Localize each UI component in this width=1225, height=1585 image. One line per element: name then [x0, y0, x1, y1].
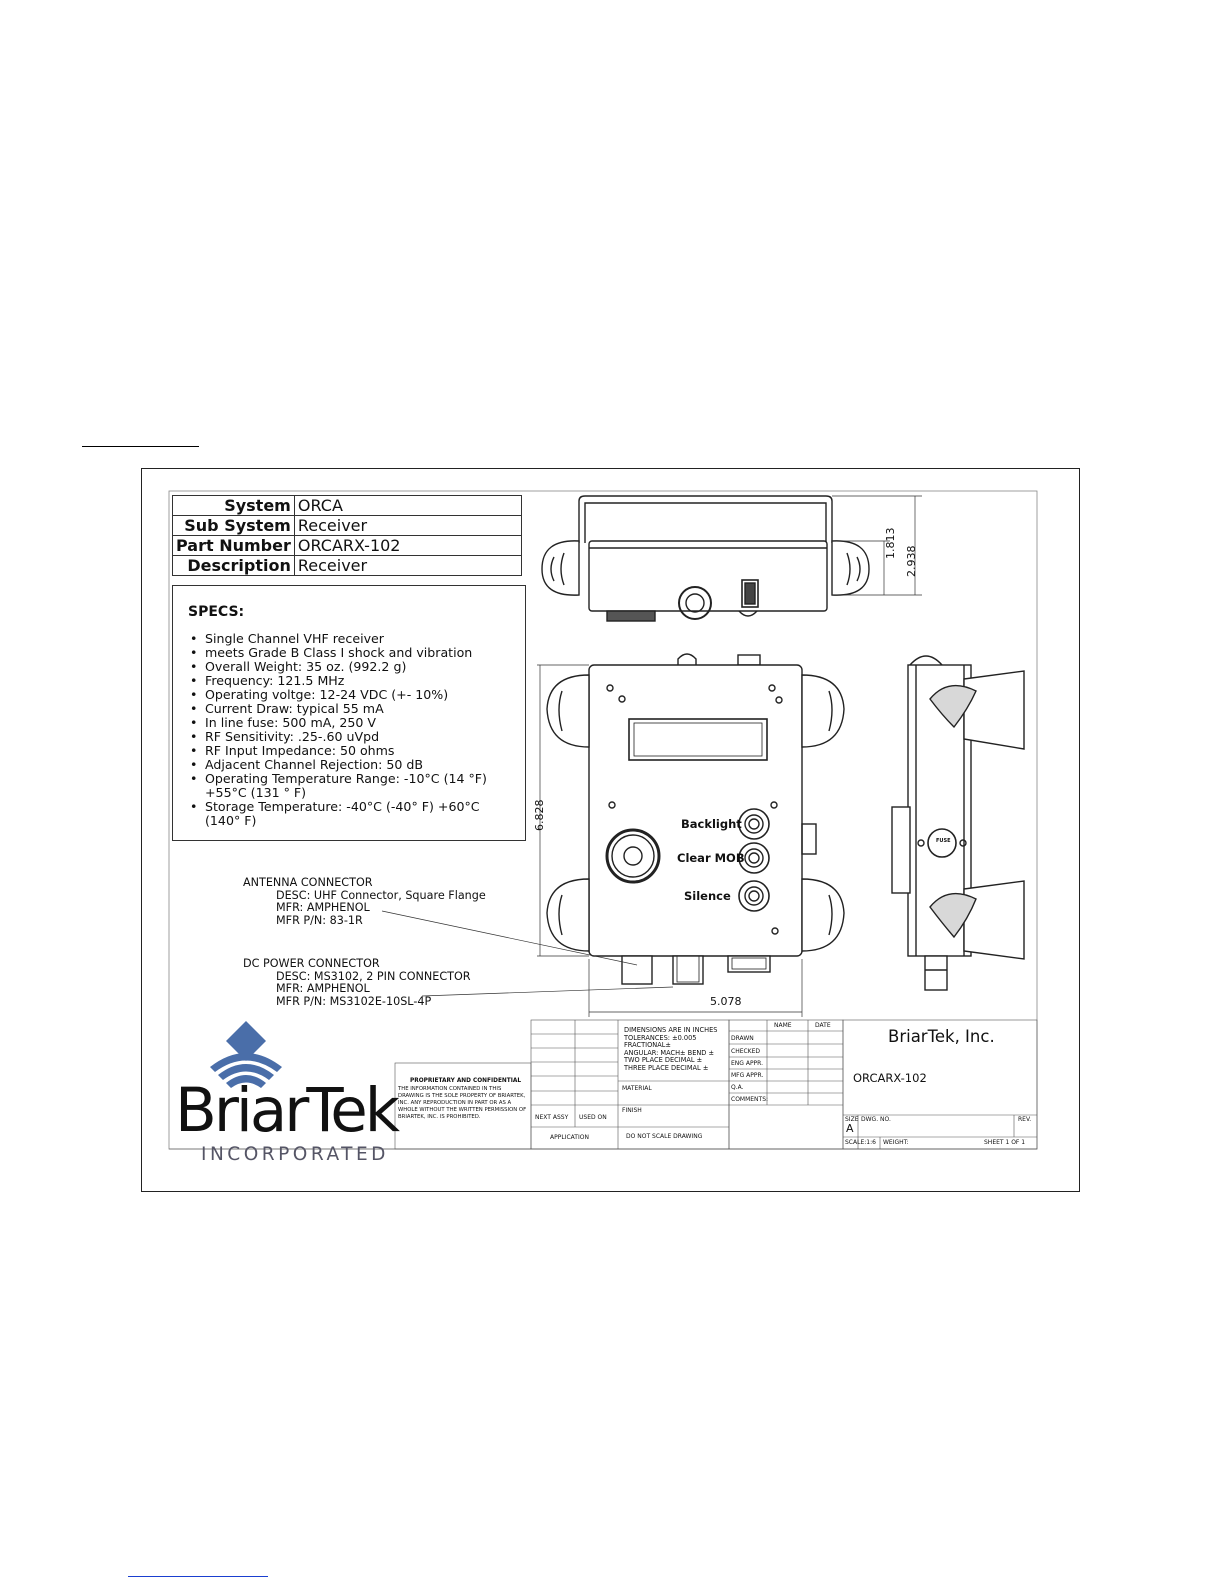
dim-front-height: 6.828 [533, 799, 546, 832]
size-label: SIZE [845, 1116, 859, 1123]
do-not-scale-label: DO NOT SCALE DRAWING [626, 1133, 703, 1140]
footer-link-rule [128, 1576, 268, 1577]
specs-list: Single Channel VHF receiver meets Grade … [188, 632, 515, 828]
spec-item: RF Input Impedance: 50 ohms [188, 744, 515, 759]
id-label: System [172, 495, 295, 516]
sheet-label: SHEET 1 OF 1 [984, 1139, 1026, 1146]
material-label: MATERIAL [622, 1085, 652, 1092]
backlight-label: Backlight [681, 817, 742, 831]
front-view [546, 653, 845, 985]
dc-power-connector-mfr: MFR: AMPHENOL [276, 982, 370, 995]
antenna-connector-title: ANTENNA CONNECTOR [243, 876, 373, 889]
spec-item: In line fuse: 500 mA, 250 V [188, 716, 515, 731]
dc-power-connector-desc: DESC: MS3102, 2 PIN CONNECTOR [276, 969, 471, 983]
spec-item: Adjacent Channel Rejection: 50 dB [188, 758, 515, 773]
checked-label: CHECKED [731, 1048, 761, 1055]
rev-label: REV. [1018, 1116, 1032, 1123]
spec-item: Operating Temperature Range: -10°C (14 °… [188, 772, 515, 800]
clear-mob-label: Clear MOB [677, 851, 745, 865]
fuse-label: FUSE [936, 838, 951, 844]
spec-item: Operating voltge: 12-24 VDC (+- 10%) [188, 688, 515, 703]
dc-power-connector-callout: DC POWER CONNECTOR DESC: MS3102, 2 PIN C… [243, 957, 471, 1008]
top-view [541, 495, 870, 622]
name-column-label: NAME [774, 1022, 792, 1029]
drawn-label: DRAWN [731, 1035, 754, 1042]
weight-label: WEIGHT: [883, 1139, 909, 1146]
id-label: Description [172, 555, 295, 576]
dim-top-body-height: 1.813 [884, 527, 897, 560]
header-rule [82, 446, 199, 447]
dim-top-total-height: 2.938 [905, 545, 918, 578]
spec-item: Single Channel VHF receiver [188, 632, 515, 647]
dim-front-width: 5.078 [710, 995, 742, 1008]
id-value: Receiver [293, 555, 523, 576]
tolerance-line: FRACTIONAL± [624, 1041, 671, 1050]
qa-label: Q.A. [731, 1084, 744, 1091]
spec-item: Overall Weight: 35 oz. (992.2 g) [188, 660, 515, 675]
eng-appr-label: ENG APPR. [731, 1060, 764, 1067]
dc-power-connector-title: DC POWER CONNECTOR [243, 957, 380, 970]
silence-label: Silence [684, 889, 731, 903]
antenna-connector-callout: ANTENNA CONNECTOR DESC: UHF Connector, S… [243, 876, 486, 927]
spec-item: RF Sensitivity: .25-.60 uVpd [188, 730, 515, 745]
briartek-logo: BriarTek [175, 1075, 400, 1146]
title-block [169, 1019, 1038, 1150]
top-dimensions [832, 495, 922, 596]
spec-item: Storage Temperature: -40°C (-40° F) +60°… [188, 800, 515, 828]
specs-title: SPECS: [188, 604, 245, 620]
tolerances-block: DIMENSIONS ARE IN INCHES TOLERANCES: ±0.… [624, 1026, 718, 1073]
part-title: ORCARX-102 [853, 1071, 927, 1085]
dwg-no-label: DWG. NO. [861, 1116, 891, 1123]
tolerance-line: ANGULAR: MACH± BEND ± [624, 1048, 714, 1057]
finish-label: FINISH [622, 1107, 642, 1114]
tolerance-line: THREE PLACE DECIMAL ± [624, 1063, 709, 1072]
size-value: A [846, 1122, 854, 1135]
antenna-connector-desc: DESC: UHF Connector, Square Flange [276, 888, 486, 902]
mfg-appr-label: MFG APPR. [731, 1072, 764, 1079]
spec-item: Frequency: 121.5 MHz [188, 674, 515, 689]
spec-item: meets Grade B Class I shock and vibratio… [188, 646, 515, 661]
antenna-connector-mfr: MFR: AMPHENOL [276, 901, 370, 914]
id-label: Sub System [172, 515, 295, 536]
specs-box: SPECS: Single Channel VHF receiver meets… [172, 585, 526, 841]
side-view [891, 655, 1025, 991]
front-dimensions [381, 664, 803, 1017]
engineering-drawing [168, 490, 1038, 1150]
briartek-logo-sub: INCORPORATED [201, 1144, 389, 1165]
tolerance-line: TWO PLACE DECIMAL ± [624, 1056, 703, 1065]
proprietary-body: THE INFORMATION CONTAINED IN THIS DRAWIN… [398, 1086, 527, 1120]
id-value: Receiver [293, 515, 523, 536]
id-label: Part Number [172, 535, 295, 556]
id-value: ORCARX-102 [293, 535, 523, 556]
next-assy-label: NEXT ASSY [535, 1114, 569, 1121]
antenna-connector-pn: MFR P/N: 83-1R [276, 913, 363, 927]
date-column-label: DATE [815, 1022, 831, 1029]
dc-power-connector-pn: MFR P/N: MS3102E-10SL-4P [276, 994, 432, 1008]
scale-label: SCALE:1:6 [845, 1139, 876, 1146]
spec-item: Current Draw: typical 55 mA [188, 702, 515, 717]
used-on-label: USED ON [579, 1114, 607, 1121]
comments-label: COMMENTS: [731, 1096, 769, 1103]
id-value: ORCA [293, 495, 523, 516]
tolerance-line: DIMENSIONS ARE IN INCHES [624, 1026, 718, 1034]
tolerance-line: TOLERANCES: ±0.005 [624, 1033, 697, 1042]
company-name: BriarTek, Inc. [888, 1027, 995, 1046]
application-label: APPLICATION [550, 1134, 589, 1141]
proprietary-title: PROPRIETARY AND CONFIDENTIAL [410, 1078, 522, 1084]
briartek-logo-icon [210, 1021, 282, 1088]
